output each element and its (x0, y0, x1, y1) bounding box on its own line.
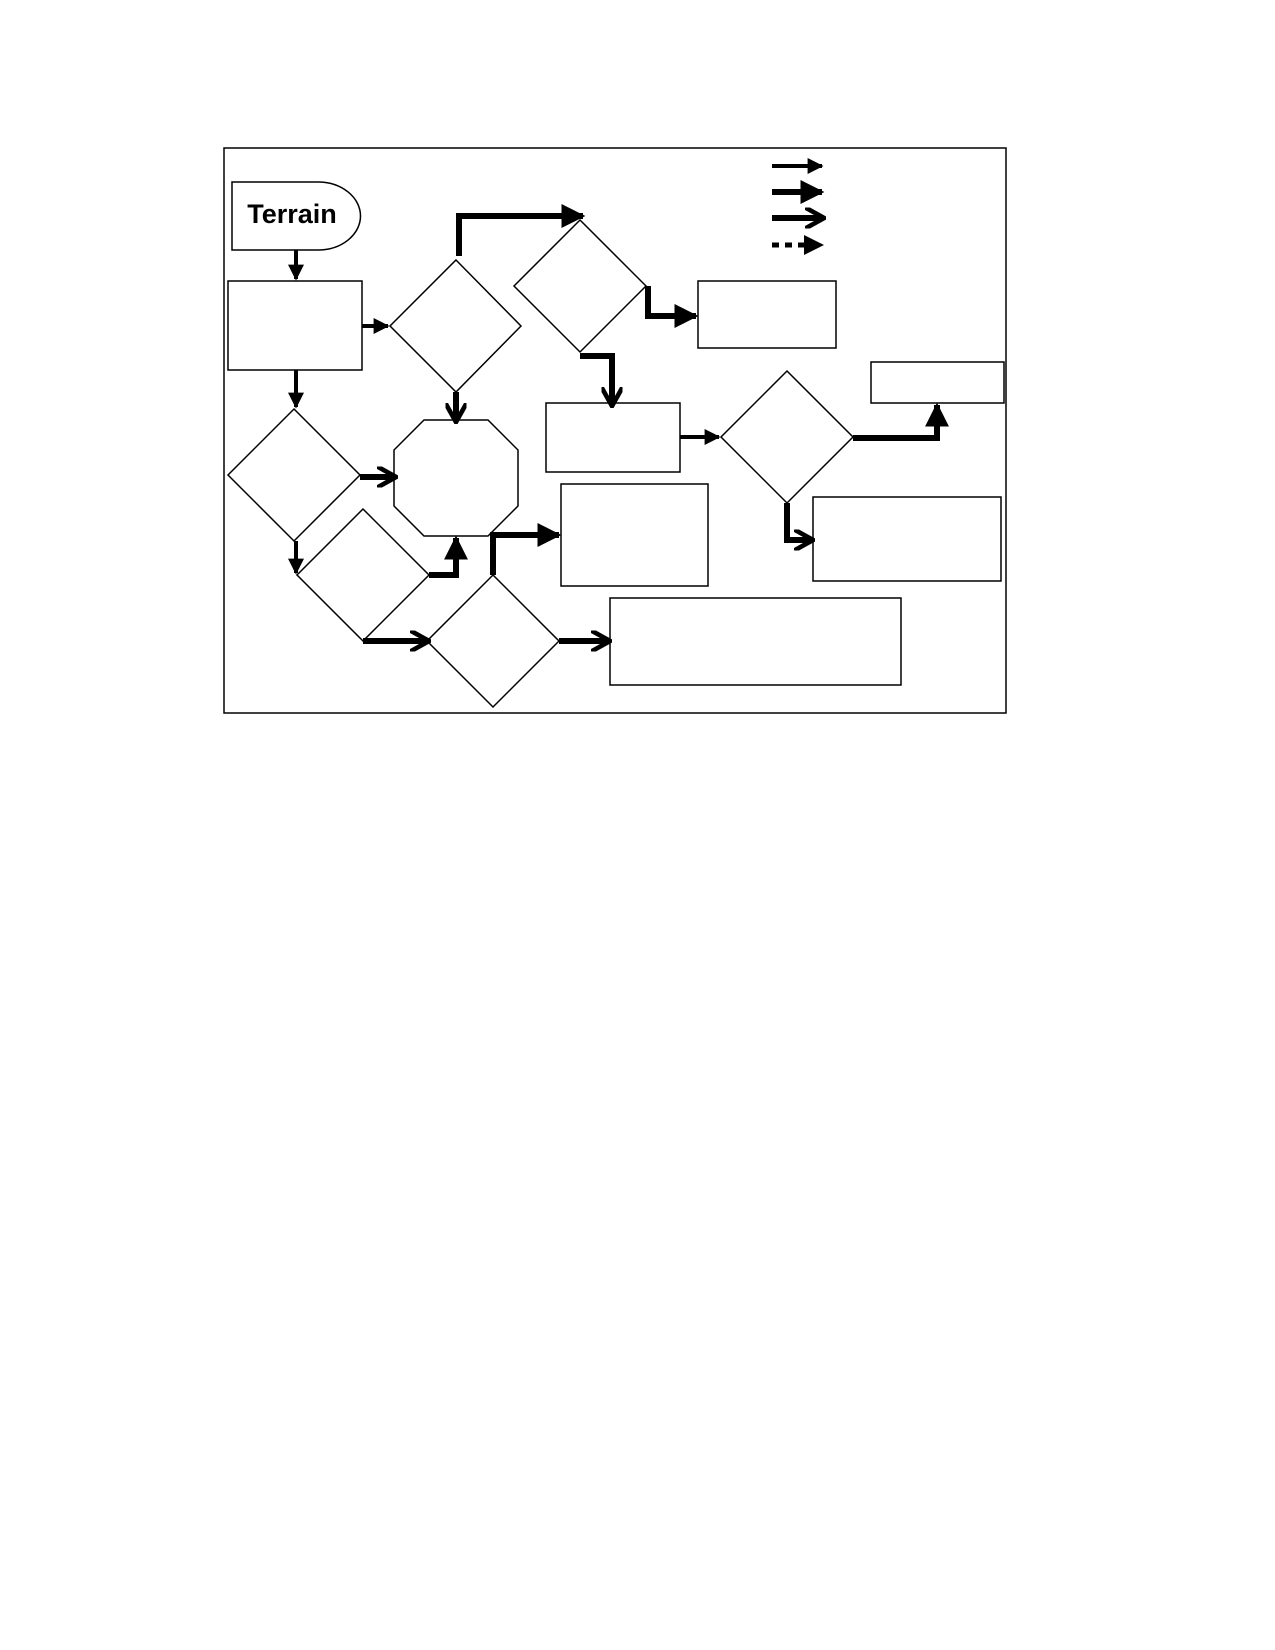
process-box-4 (870, 361, 1005, 404)
arrow-diamond5-to-box5 (490, 523, 562, 575)
start-terminator-shape (231, 181, 362, 251)
decision-diamond-5 (425, 573, 561, 709)
arrow-diamond2-to-box2 (645, 286, 699, 328)
start-node: Terrain (231, 181, 362, 251)
connectors (288, 204, 949, 641)
process-box-1 (227, 280, 363, 371)
arrow-diamond6-to-box4 (853, 402, 949, 441)
legend (772, 158, 822, 255)
process-box-5 (560, 483, 709, 587)
process-box-2 (697, 280, 837, 349)
process-box-7 (609, 597, 902, 686)
stop-octagon (393, 419, 519, 537)
decision-diamond-2 (512, 218, 648, 354)
arrow-diamond6-to-box6 (784, 503, 811, 540)
start-node-label: Terrain (247, 199, 337, 229)
arrow-diamond1-to-diamond2 (456, 204, 586, 256)
arrow-diamond2-to-box3 (580, 353, 612, 404)
process-box-6 (812, 496, 1002, 582)
arrow-diamond4-to-octagon (429, 535, 468, 578)
process-box-3 (545, 402, 681, 473)
